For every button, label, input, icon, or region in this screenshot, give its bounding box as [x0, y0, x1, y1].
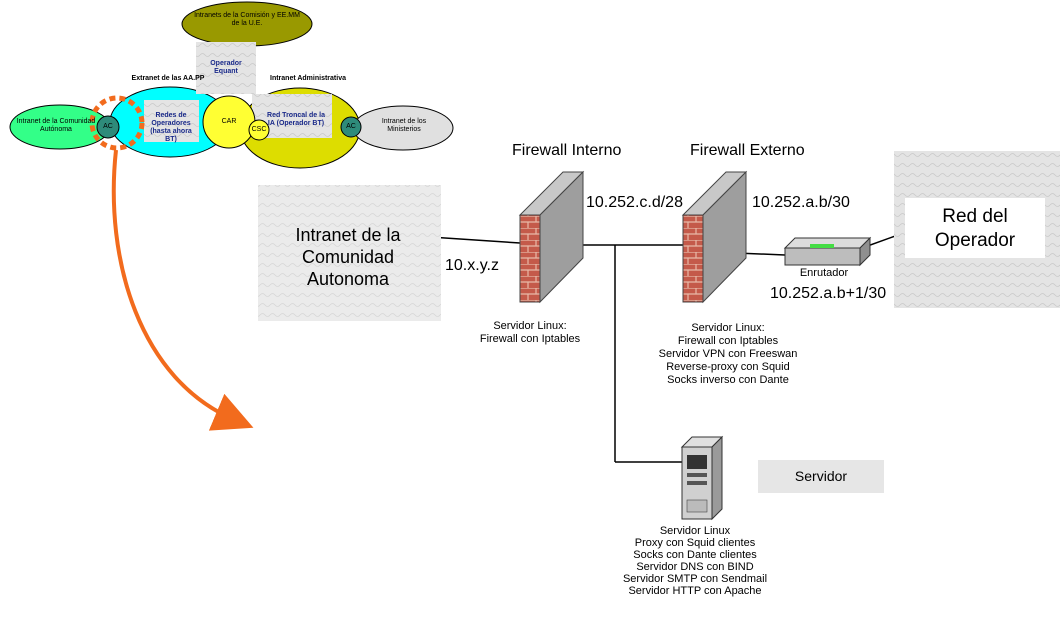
redes-operadores-cloud [144, 100, 199, 142]
intranet-ministerios-label: Intranet de los Ministerios [381, 118, 427, 133]
fw-interno-desc-line: Firewall con Iptables [479, 333, 581, 345]
red-operador-line2: Operador [934, 230, 1016, 251]
ip-internal-net: 10.252.c.d/28 [586, 194, 683, 211]
intranet-comunidad-line3: Autonoma [306, 269, 390, 289]
network-links [429, 234, 899, 463]
firewall-interno-title: Firewall Interno [512, 142, 622, 159]
intranet-comunidad-label: Intranet de la Comunidad Autonoma [268, 224, 428, 290]
link-intranet-fw-interno [429, 236, 521, 244]
mini-network-map [9, 1, 454, 431]
firewall-interno-icon [518, 170, 585, 304]
server-desc-line: Servidor DNS con BIND [636, 561, 754, 573]
fw-externo-desc-line: Servidor Linux: [691, 322, 765, 334]
ac-right-label: AC [346, 123, 356, 130]
ac-left-label: AC [103, 123, 113, 130]
intranet-comunidad-mini-label: Intranet de la Comunidad Autónoma [16, 118, 96, 133]
firewall-externo-icon [681, 170, 748, 304]
intranet-comunidad-cloud [258, 185, 441, 321]
ip-router: 10.252.a.b+1/30 [770, 285, 887, 302]
intranets-comision-label: Intranets de la Comisión y EE.MM de la U… [194, 12, 300, 27]
operador-equant-label: Operador Equant [210, 60, 242, 75]
fw-interno-description: Servidor Linux: Firewall con Iptables [450, 320, 610, 346]
server-description: Servidor Linux Proxy con Squid clientes … [600, 525, 790, 597]
server-desc-line: Servidor Linux [659, 525, 731, 537]
server-desc-line: Servidor HTTP con Apache [628, 585, 762, 597]
servidor-label: Servidor [794, 468, 848, 484]
ip-local: 10.x.y.z [445, 257, 499, 274]
red-operador-line1: Red del [942, 206, 1008, 227]
intranet-comunidad-line2: Comunidad [301, 247, 395, 267]
server-desc-line: Servidor SMTP con Sendmail [622, 573, 768, 585]
server-desc-line: Socks con Dante clientes [633, 549, 757, 561]
ip-external-link: 10.252.a.b/30 [752, 194, 850, 211]
csc-node [248, 119, 270, 141]
operador-equant-cloud [196, 42, 256, 94]
car-label: CAR [221, 118, 237, 125]
server-tower-icon [680, 435, 724, 521]
servidor-label-box [758, 460, 884, 493]
zoom-arrow [111, 149, 254, 431]
ac-right-node [340, 116, 362, 138]
router-icon [783, 236, 872, 267]
fw-externo-desc-line: Reverse-proxy con Squid [666, 361, 790, 373]
enrutador-label: Enrutador [799, 267, 849, 279]
intranet-administrativa-label: Intranet Administrativa [270, 75, 346, 82]
ac-left-node [96, 115, 120, 139]
red-operador-label: Red del Operador [910, 205, 1040, 253]
server-desc-line: Proxy con Squid clientes [634, 537, 756, 549]
firewall-externo-title: Firewall Externo [690, 142, 805, 159]
extranet-aapp-label: Extranet de las AA.PP [131, 75, 205, 82]
csc-label: CSC [251, 126, 267, 133]
fw-externo-desc-line: Socks inverso con Dante [667, 374, 789, 386]
fw-externo-desc-line: Servidor VPN con Freeswan [658, 348, 798, 360]
redes-operadores-label: Redes de Operadores (hasta ahora BT) [150, 112, 192, 143]
fw-externo-description: Servidor Linux: Firewall con Iptables Se… [638, 322, 818, 387]
intranet-comunidad-line1: Intranet de la [295, 225, 401, 245]
fw-externo-desc-line: Firewall con Iptables [677, 335, 779, 347]
red-troncal-label: Red Troncal de la IA (Operador BT) [267, 112, 325, 127]
fw-interno-desc-line: Servidor Linux: [493, 320, 567, 332]
highlight-dashed-circle [89, 95, 145, 151]
